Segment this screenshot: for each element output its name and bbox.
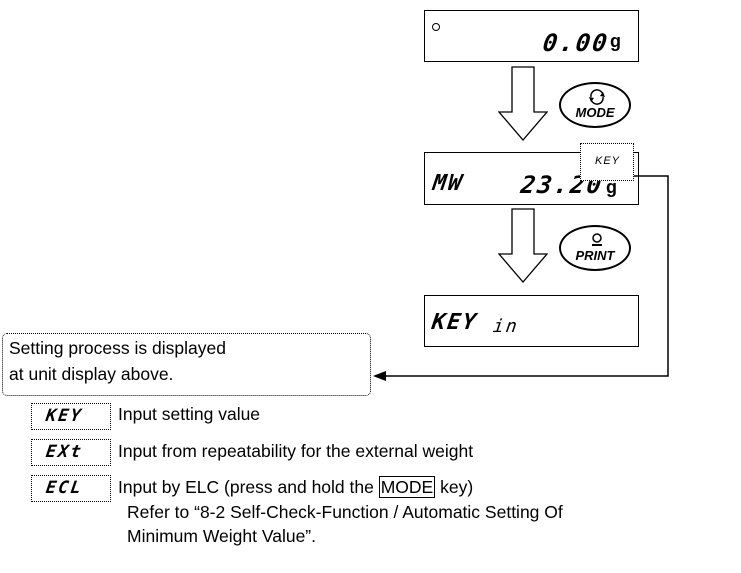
cycle-icon — [589, 89, 605, 105]
option-description-ecl-after: key) — [435, 477, 474, 497]
option-code-ext: EXt — [44, 442, 85, 462]
print-icon — [592, 233, 602, 246]
option-code-box: ECL — [31, 475, 111, 502]
callout-line-1: Setting process is displayed — [9, 338, 226, 358]
option-code-key: KEY — [44, 406, 85, 426]
display-key-in: KEY in — [424, 295, 639, 347]
callout-line-2: at unit display above. — [9, 364, 174, 384]
option-code-ecl: ECL — [44, 478, 85, 498]
option-description-key: Input setting value — [118, 404, 261, 424]
reference-line-2: Minimum Weight Value”. — [127, 526, 316, 546]
display-zero-unit: g — [610, 31, 621, 51]
option-description-ext: Input from repeatability for the externa… — [118, 441, 474, 461]
display-zero: 0.00 g — [424, 10, 639, 62]
mode-button[interactable]: MODE — [559, 82, 631, 128]
option-code-box: EXt — [31, 439, 111, 466]
stable-indicator-icon — [432, 23, 440, 31]
option-code-box: KEY — [31, 403, 111, 430]
unit-indicator-box: KEY — [580, 143, 634, 181]
reference-line-1: Refer to “8-2 Self-Check-Function / Auto… — [127, 502, 563, 522]
down-arrow-icon — [498, 66, 548, 141]
option-description-ecl-before: Input by ELC (press and hold the — [118, 477, 379, 497]
print-button[interactable]: PRINT — [559, 225, 631, 271]
display-minimum-weight-unit: g — [606, 177, 617, 197]
print-button-label: PRINT — [575, 248, 615, 263]
mode-button-label: MODE — [575, 105, 615, 120]
option-description-ecl: Input by ELC (press and hold the MODE ke… — [118, 476, 474, 498]
down-arrow-icon — [498, 208, 548, 283]
unit-indicator-text: KEY — [595, 155, 621, 167]
callout-box: Setting process is displayed at unit dis… — [2, 333, 371, 396]
mode-key-label: MODE — [378, 476, 436, 498]
